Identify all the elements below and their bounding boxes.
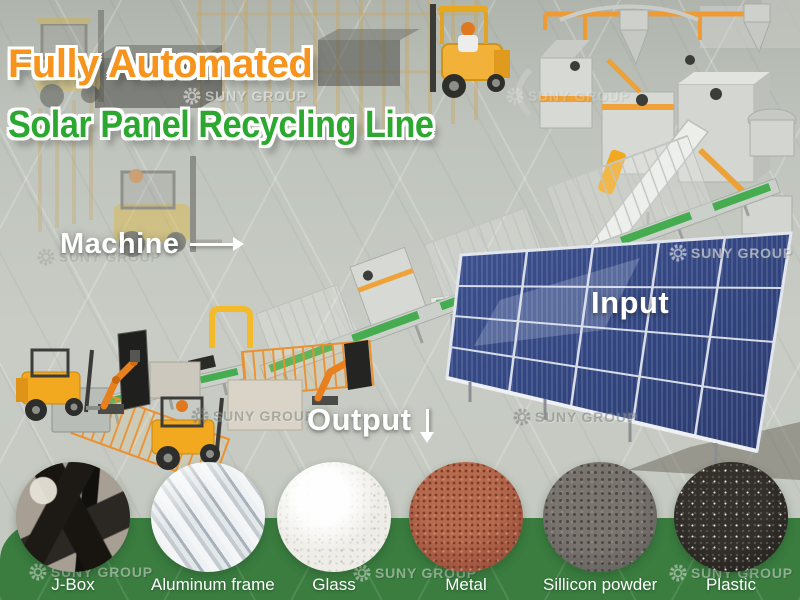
watermark-text: SUNY GROUP bbox=[59, 249, 161, 265]
suny-group-watermark: SUNY GROUP bbox=[505, 86, 630, 106]
output-item-jbox: J-Box bbox=[16, 462, 130, 595]
output-label-text: Output bbox=[307, 402, 412, 437]
suny-group-watermark: SUNY GROUP bbox=[190, 406, 315, 426]
gear-icon bbox=[505, 86, 525, 106]
dismantling-cell bbox=[16, 306, 375, 486]
output-item-silicon-powder: Sillicon powder bbox=[543, 462, 657, 595]
output-item-label: Metal bbox=[445, 575, 487, 594]
title-fully-automated: Fully Automated bbox=[8, 42, 313, 86]
silicon-powder-photo bbox=[543, 462, 657, 572]
suny-group-watermark: SUNY GROUP bbox=[36, 247, 161, 267]
suny-group-watermark: SUNY GROUP bbox=[512, 407, 637, 427]
output-item-label: Glass bbox=[312, 575, 356, 594]
arrow-down-icon bbox=[419, 409, 434, 443]
gear-icon bbox=[182, 86, 202, 106]
output-label: Output bbox=[307, 402, 434, 443]
forklift-illustration bbox=[430, 4, 510, 98]
gear-icon bbox=[512, 407, 532, 427]
watermark-text: SUNY GROUP bbox=[691, 245, 793, 261]
watermark-text: SUNY GROUP bbox=[205, 88, 307, 104]
forklift-illustration bbox=[16, 348, 100, 421]
solar-panel-illustration bbox=[445, 231, 800, 480]
title-solar-panel-recycling-line: Solar Panel Recycling Line bbox=[8, 104, 434, 146]
watermark-text: SUNY GROUP bbox=[528, 88, 630, 104]
solar-panel-stack bbox=[117, 329, 151, 411]
background-panel-stacks bbox=[95, 29, 420, 108]
arrow-right-icon bbox=[189, 237, 244, 251]
metal-photo bbox=[409, 462, 523, 572]
input-label-text: Input bbox=[591, 285, 670, 320]
robot-arm-illustration bbox=[312, 340, 372, 405]
plastic-photo bbox=[674, 462, 788, 572]
jbox-photo bbox=[16, 462, 130, 572]
machine-label: Machine bbox=[60, 228, 244, 261]
watermark-text: SUNY GROUP bbox=[535, 409, 637, 425]
panel-glint bbox=[474, 258, 640, 346]
gear-icon bbox=[36, 247, 56, 267]
faded-forklift-illustration bbox=[114, 156, 222, 257]
output-item-glass: Glass bbox=[277, 462, 391, 595]
output-item-label: J-Box bbox=[51, 575, 95, 594]
portal-frame bbox=[209, 306, 253, 348]
forklift-illustration bbox=[151, 396, 224, 470]
machine-label-text: Machine bbox=[60, 228, 180, 260]
robot-arm-illustration bbox=[98, 350, 140, 414]
output-item-label: Plastic bbox=[705, 575, 757, 594]
gear-icon bbox=[190, 406, 210, 426]
aluminum-frame-photo bbox=[151, 462, 265, 572]
output-item-label: Aluminum frame bbox=[151, 575, 275, 594]
glass-photo bbox=[277, 462, 391, 572]
watermark-text: SUNY GROUP bbox=[213, 408, 315, 424]
suny-group-watermark: SUNY GROUP bbox=[182, 86, 307, 106]
output-item-metal: Metal bbox=[409, 462, 523, 595]
output-item-label: Sillicon powder bbox=[543, 575, 658, 594]
output-banner bbox=[0, 518, 800, 600]
input-label: Input bbox=[591, 285, 669, 321]
suny-group-watermark: SUNY GROUP bbox=[668, 243, 793, 263]
output-item-aluminum-frame: Aluminum frame bbox=[151, 462, 275, 595]
faded-forklift-illustration bbox=[36, 10, 104, 108]
gear-icon bbox=[668, 243, 688, 263]
output-item-plastic: Plastic bbox=[674, 462, 788, 595]
